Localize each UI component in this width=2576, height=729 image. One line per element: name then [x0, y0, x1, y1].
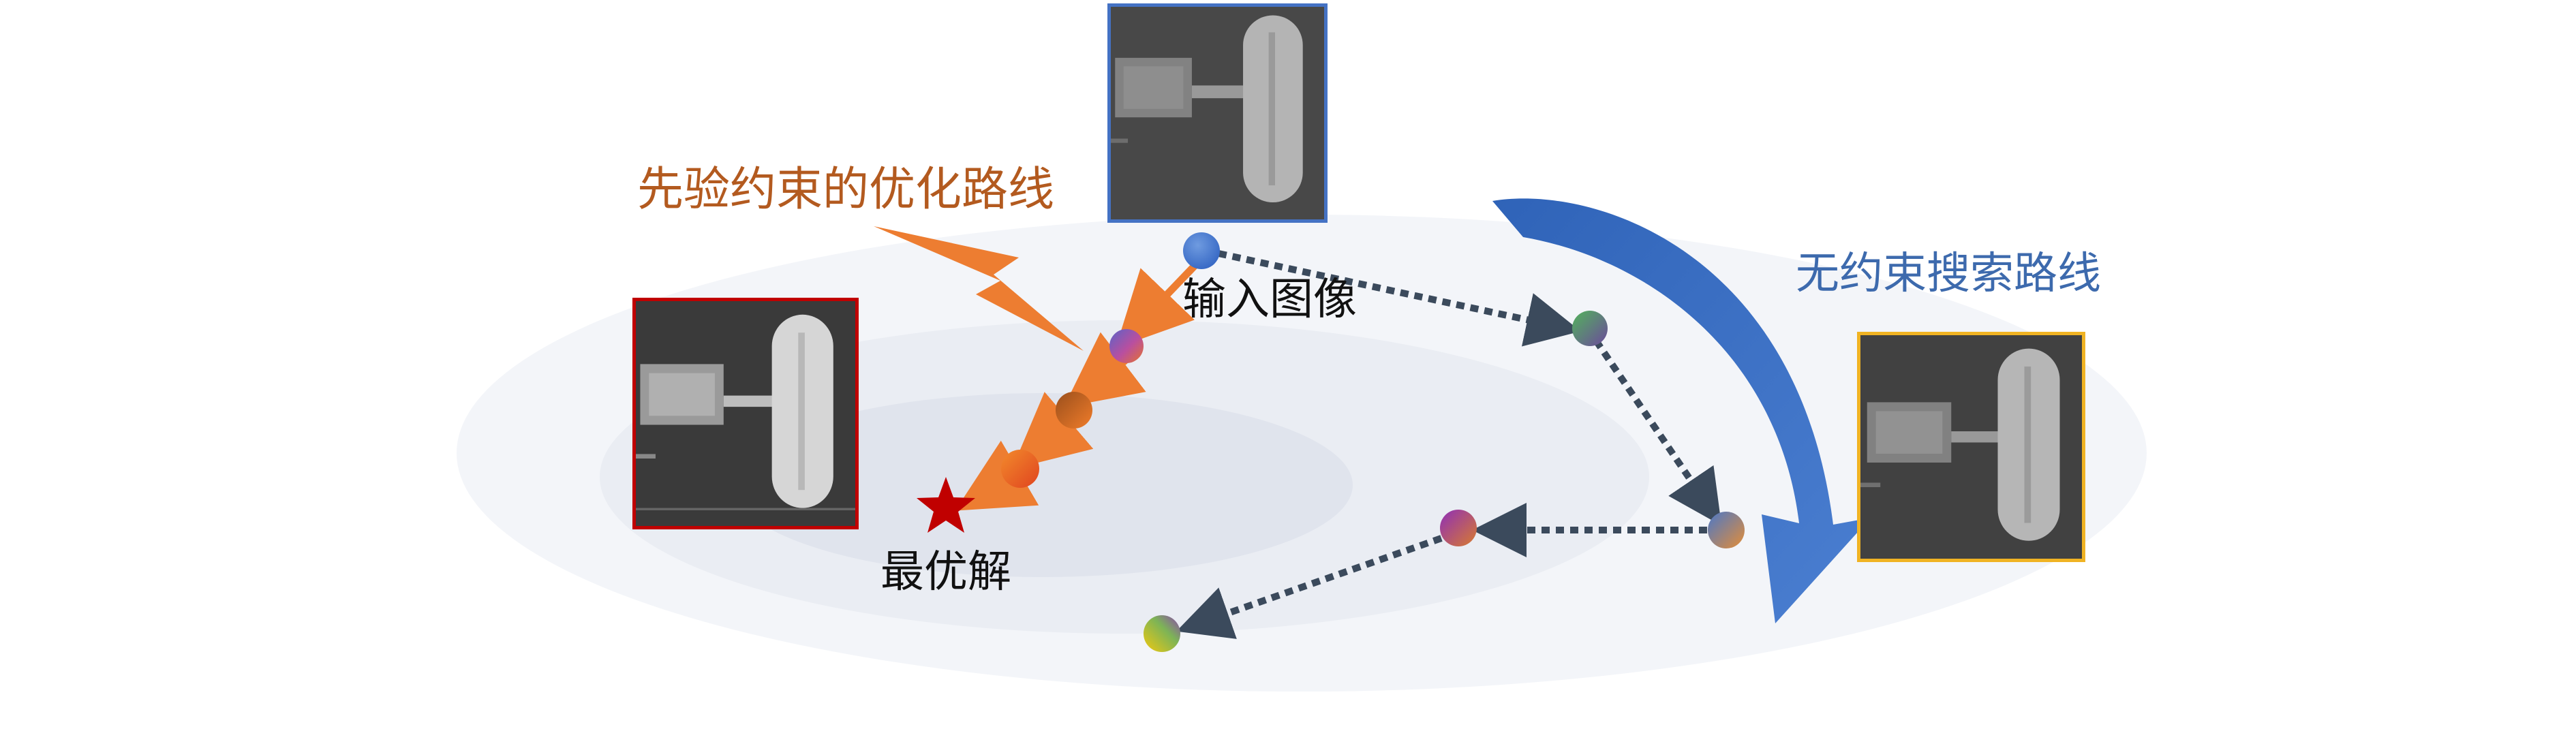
- landscape-ellipse-inner: [733, 393, 1353, 577]
- optimum-image-thumbnail: [632, 298, 859, 529]
- input-image-label: 输入图像: [1182, 275, 1357, 325]
- free-path-node-2: [1708, 512, 1745, 548]
- prior-path-segment: [1063, 332, 1146, 407]
- free-path-node-3: [1440, 510, 1477, 546]
- free-path-node-4: [1144, 615, 1180, 652]
- prior-path-segment: [1116, 260, 1200, 348]
- input-image-thumbnail: [1107, 3, 1328, 223]
- unconstrained-image-thumbnail: [1857, 332, 2085, 562]
- prior-path-node-1: [1109, 329, 1144, 363]
- prior-path-label: 先验约束的优化路线: [637, 163, 1055, 217]
- free-path-node-1: [1572, 311, 1608, 346]
- star-icon: [917, 477, 975, 533]
- free-path-label: 无约束搜索路线: [1796, 249, 2101, 299]
- prior-path-segment: [955, 440, 1039, 511]
- optimum-label: 最优解: [880, 547, 1011, 598]
- prior-path-node-3: [1001, 450, 1039, 488]
- input-image-node: [1183, 232, 1220, 269]
- unconstrained-search-path: [1176, 250, 1722, 639]
- free-path-segment: [1176, 535, 1443, 639]
- free-path-segment: [1593, 339, 1722, 526]
- big-curved-arrow: [1492, 198, 1871, 624]
- lightning-bolt-icon: [874, 226, 1084, 351]
- free-path-segment: [1217, 250, 1581, 347]
- prior-optimization-path: [955, 260, 1200, 511]
- prior-path-node-2: [1056, 392, 1092, 429]
